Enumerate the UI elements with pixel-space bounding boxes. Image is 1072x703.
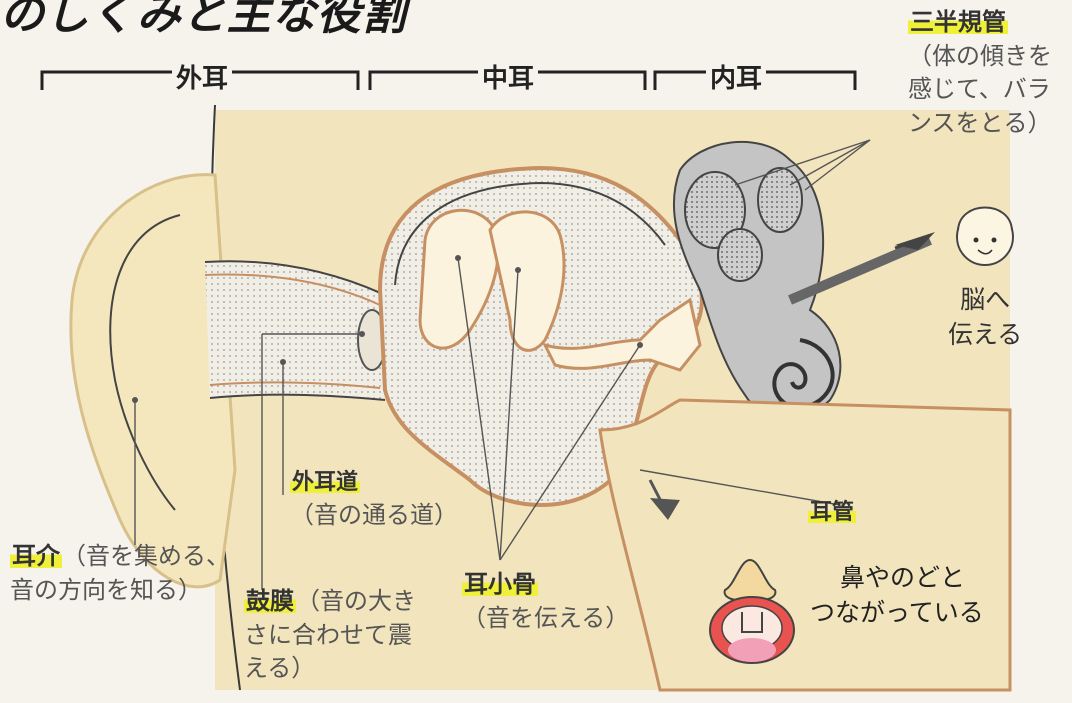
semicircular-loop-2	[757, 167, 803, 233]
ossicles-name: 耳小骨	[462, 570, 538, 598]
child-face-icon	[956, 206, 1014, 266]
malleus	[418, 208, 500, 350]
auditory-nerve	[788, 235, 932, 305]
eustachian-tube	[598, 398, 1012, 692]
cochlea	[772, 338, 835, 410]
eardrum-desc-1: （音の大き	[296, 587, 416, 615]
nose-desc-1: 鼻やのどと	[840, 563, 966, 592]
pinna-name: 耳介	[10, 542, 62, 570]
ossicles-label: 耳小骨 （音を伝える）	[462, 568, 629, 635]
semicircular-loop-1	[684, 171, 746, 249]
semicircular-desc-3: ンスをとる）	[908, 108, 1052, 137]
nose-throat-label: 鼻やのどと つながっている	[810, 560, 984, 630]
canal-label: 外耳道 （音の通る道）	[290, 468, 458, 533]
ear-canal	[205, 261, 385, 400]
semicircular-desc-1: （体の傾きを	[908, 41, 1052, 70]
auricle	[69, 173, 237, 589]
semicircular-name: 三半規管	[908, 8, 1008, 36]
eardrum-desc-2: さに合わせて震	[244, 620, 412, 649]
brain-line-2: 伝える	[948, 320, 1023, 349]
semicircular-loop-3	[717, 228, 763, 282]
stapes	[542, 297, 702, 372]
eardrum-desc-3: える）	[244, 654, 316, 683]
eardrum-label: 鼓膜（音の大き さに合わせて震 える）	[244, 585, 416, 686]
semicircular-desc-2: 感じて、バラ	[908, 75, 1051, 104]
section-inner-ear: 内耳	[706, 66, 767, 92]
canal-desc: （音の通る道）	[290, 500, 458, 529]
section-middle-ear: 中耳	[478, 66, 539, 92]
nose-desc-2: つながっている	[810, 598, 984, 627]
eustachian-name: 耳管	[808, 500, 857, 525]
mouth-icon	[709, 596, 795, 664]
brain-line-1: 脳へ	[960, 285, 1011, 314]
eustachian-label: 耳管	[808, 498, 857, 529]
section-outer-ear: 外耳	[172, 66, 233, 92]
brain-label: 脳へ 伝える	[948, 282, 1022, 352]
pinna-label: 耳介（音を集める、 音の方向を知る）	[10, 540, 230, 607]
incus	[488, 210, 566, 352]
semicircular-label: 三半規管 （体の傾きを 感じて、バラ ンスをとる）	[908, 6, 1052, 140]
auricle-fold	[109, 214, 181, 511]
canal-name: 外耳道	[290, 470, 361, 495]
page-title: のしくみと主な役割	[0, 0, 407, 40]
pinna-desc-1: （音を集める、	[62, 542, 230, 570]
ossicles-desc: （音を伝える）	[462, 603, 630, 632]
eardrum-name: 鼓膜	[244, 587, 296, 615]
pinna-desc-2: 音の方向を知る）	[10, 575, 202, 604]
